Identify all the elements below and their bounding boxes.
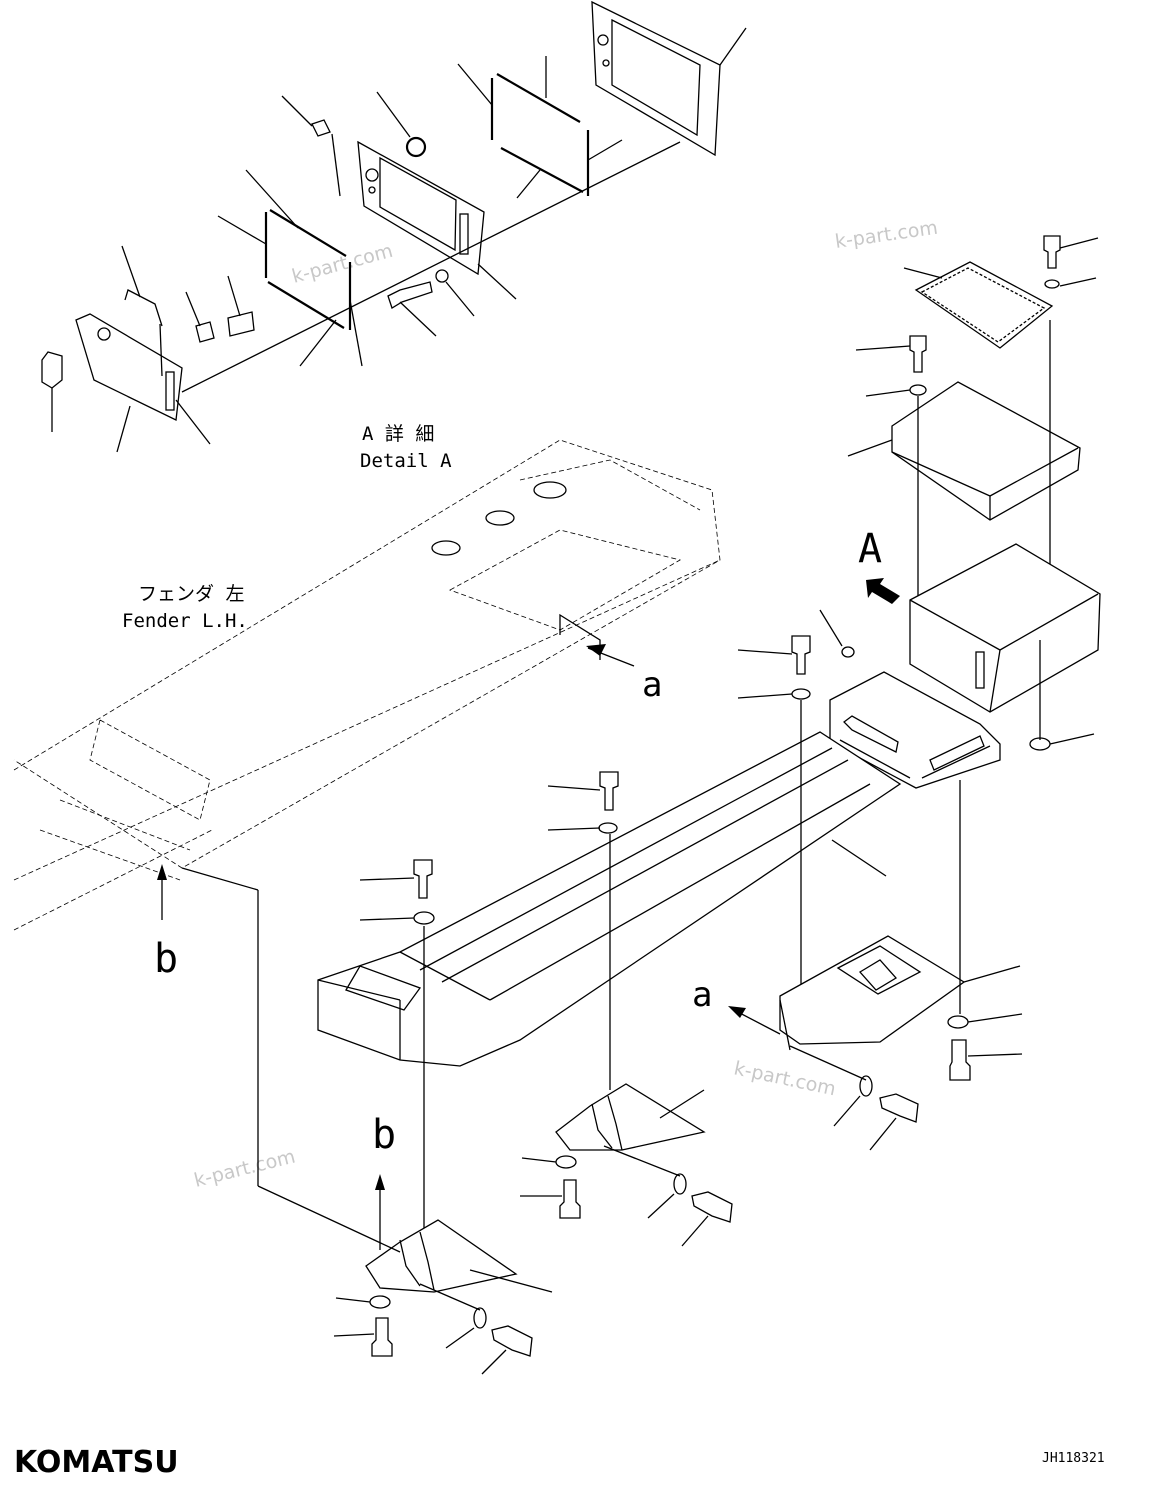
bolt xyxy=(559,1179,581,1219)
drawing-code: JH118321 xyxy=(1042,1451,1105,1466)
view-label-a-upper: a xyxy=(642,665,662,705)
grating-cover xyxy=(914,261,1054,349)
tool-box-assembly xyxy=(847,235,1099,620)
bolt xyxy=(909,335,927,373)
bolt xyxy=(1043,235,1061,269)
handle xyxy=(124,289,163,327)
seal-strip xyxy=(500,147,584,193)
screw xyxy=(195,321,215,343)
seal-strip xyxy=(267,281,345,329)
washer xyxy=(555,1155,577,1169)
clip xyxy=(311,119,331,137)
latch-plate xyxy=(75,313,183,421)
washer xyxy=(947,1015,969,1029)
bolt xyxy=(879,1093,919,1123)
fender-label-jp: フェンダ 左 xyxy=(138,583,244,605)
view-label-A: A xyxy=(858,526,882,572)
fender-rail xyxy=(317,731,902,1067)
bolt xyxy=(691,1191,733,1223)
bolt xyxy=(387,281,433,309)
washer xyxy=(435,269,449,283)
detail-label-en: Detail A xyxy=(360,450,452,472)
frame-plate xyxy=(357,140,485,276)
fender-rail-assembly xyxy=(317,543,1101,1067)
washer xyxy=(413,911,435,925)
seal-strip xyxy=(496,73,581,123)
seal-strip xyxy=(269,209,347,257)
watermark-2: k-part.com xyxy=(290,240,396,288)
washer xyxy=(598,822,618,834)
tool-box xyxy=(909,543,1101,713)
bolt xyxy=(599,771,619,811)
fender-label-en: Fender L.H. xyxy=(122,610,248,632)
washer xyxy=(369,1295,391,1309)
watermark-3: k-part.com xyxy=(732,1057,838,1100)
screw xyxy=(227,311,255,337)
bracket-left xyxy=(365,1219,553,1293)
view-label-b-lower: b xyxy=(372,1112,396,1158)
bolt xyxy=(949,1039,971,1081)
view-label-b-left: b xyxy=(154,936,178,982)
washer xyxy=(673,1173,687,1195)
ring-seal xyxy=(405,136,427,158)
detail-label-jp: A 詳 細 xyxy=(362,423,434,445)
detail-a-assembly xyxy=(41,0,747,453)
view-arrow-A xyxy=(866,578,900,604)
bolt xyxy=(371,1317,393,1357)
washer xyxy=(1044,279,1060,289)
washer xyxy=(473,1307,487,1329)
bracket-center xyxy=(555,1083,706,1151)
cover-plate xyxy=(591,0,721,157)
bolt xyxy=(491,1325,533,1357)
washer xyxy=(859,1075,873,1097)
washer xyxy=(791,688,811,700)
watermark-1: k-part.com xyxy=(834,217,940,253)
machine-frame-outline xyxy=(13,439,721,931)
bolt xyxy=(791,635,811,675)
washer xyxy=(909,384,927,396)
view-label-a-lower: a xyxy=(692,975,712,1015)
tray xyxy=(891,381,1081,521)
knob xyxy=(41,351,63,389)
bolt xyxy=(413,859,433,899)
komatsu-logo: KOMATSU xyxy=(14,1445,179,1480)
watermark-4: k-part.com xyxy=(192,1145,298,1191)
bracket-right xyxy=(779,935,1021,1051)
grommet xyxy=(841,646,855,658)
